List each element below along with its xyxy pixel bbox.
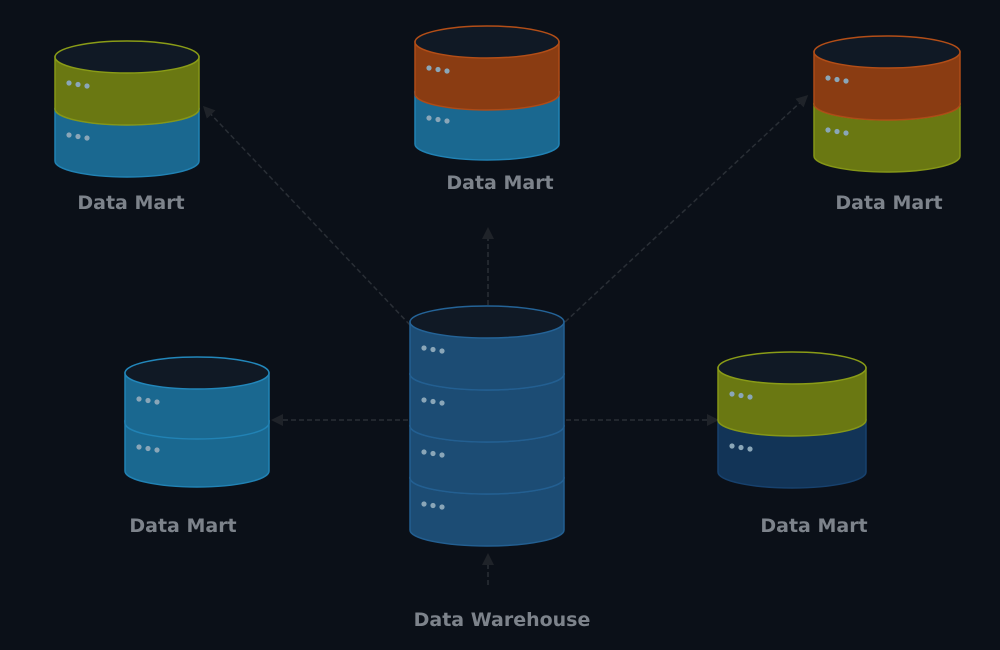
- indicator-dot-icon: [75, 133, 81, 140]
- indicator-dot-icon: [444, 68, 450, 74]
- mart-label-middle-left: Data Mart: [129, 515, 237, 537]
- disk-top: [813, 35, 961, 69]
- indicator-dot-icon: [834, 128, 840, 135]
- indicator-dot-icon: [136, 396, 142, 402]
- disk-body: [813, 103, 961, 173]
- data-mart-middle-left: [124, 356, 270, 488]
- indicator-dot-icon: [421, 397, 427, 403]
- disk-body: [813, 51, 961, 121]
- disk-body: [409, 425, 565, 495]
- indicator-dot-icon: [439, 348, 445, 354]
- indicator-dot-icon: [421, 449, 427, 455]
- data-mart-top-left: [54, 40, 200, 178]
- indicator-dot-icon: [136, 444, 142, 450]
- data-warehouse: [409, 305, 565, 547]
- indicator-dot-icon: [430, 346, 436, 353]
- indicator-dot-icon: [729, 443, 735, 449]
- indicator-dot-icon: [747, 394, 753, 400]
- indicator-dot-icon: [843, 78, 849, 84]
- indicator-dot-icon: [430, 450, 436, 457]
- indicator-dot-icon: [435, 116, 441, 123]
- indicator-dot-icon: [834, 76, 840, 83]
- indicator-dot-icon: [66, 80, 72, 86]
- mart-label-top-left: Data Mart: [77, 192, 185, 214]
- indicator-dot-icon: [75, 81, 81, 88]
- disk-top: [414, 25, 560, 59]
- indicator-dot-icon: [154, 399, 160, 405]
- disk-top: [124, 356, 270, 390]
- disk-top: [717, 351, 867, 385]
- disk-body: [414, 91, 560, 161]
- indicator-dot-icon: [444, 118, 450, 124]
- indicator-dot-icon: [430, 502, 436, 509]
- indicator-dot-icon: [747, 446, 753, 452]
- indicator-dot-icon: [825, 127, 831, 133]
- data-mart-middle-right: [717, 351, 867, 489]
- mart-label-top-right: Data Mart: [835, 192, 943, 214]
- indicator-dot-icon: [435, 66, 441, 73]
- disk-body: [409, 321, 565, 391]
- indicator-dot-icon: [145, 445, 151, 452]
- disk-body: [409, 373, 565, 443]
- disk-body: [409, 477, 565, 547]
- disk-body: [717, 367, 867, 437]
- indicator-dot-icon: [66, 132, 72, 138]
- disk-body: [54, 108, 200, 178]
- indicator-dot-icon: [145, 397, 151, 404]
- disk-body: [414, 41, 560, 111]
- connector-top-left: [202, 105, 411, 326]
- indicator-dot-icon: [729, 391, 735, 397]
- disk-top: [409, 305, 565, 339]
- disk-body: [717, 419, 867, 489]
- indicator-dot-icon: [843, 130, 849, 136]
- indicator-dot-icon: [426, 115, 432, 121]
- data-mart-top-center: [414, 25, 560, 161]
- indicator-dot-icon: [738, 444, 744, 451]
- indicator-dot-icon: [421, 501, 427, 507]
- indicator-dot-icon: [825, 75, 831, 81]
- indicator-dot-icon: [154, 447, 160, 453]
- data-mart-top-right: [813, 35, 961, 173]
- indicator-dot-icon: [439, 400, 445, 406]
- indicator-dot-icon: [421, 345, 427, 351]
- indicator-dot-icon: [84, 83, 90, 89]
- mart-label-top-center: Data Mart: [446, 172, 554, 194]
- indicator-dot-icon: [439, 504, 445, 510]
- mart-label-middle-right: Data Mart: [760, 515, 868, 537]
- disk-body: [124, 372, 270, 440]
- indicator-dot-icon: [426, 65, 432, 71]
- disk-body: [54, 56, 200, 126]
- indicator-dot-icon: [738, 392, 744, 399]
- connector-top-right: [564, 94, 809, 323]
- indicator-dot-icon: [84, 135, 90, 141]
- indicator-dot-icon: [439, 452, 445, 458]
- indicator-dot-icon: [430, 398, 436, 405]
- disk-top: [54, 40, 200, 74]
- warehouse-label: Data Warehouse: [413, 609, 591, 631]
